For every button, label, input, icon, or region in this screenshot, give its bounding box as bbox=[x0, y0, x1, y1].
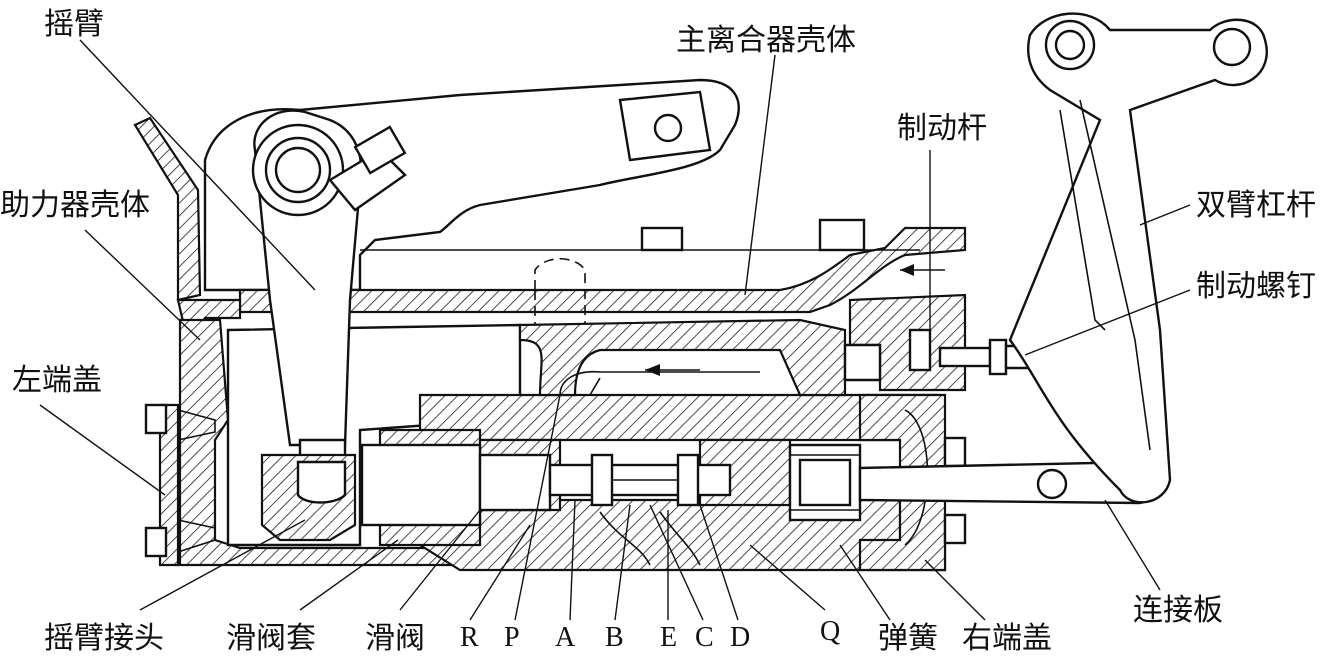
label-port-c: C bbox=[695, 622, 714, 653]
slide-valve bbox=[360, 443, 732, 527]
label-port-q: Q bbox=[820, 616, 840, 647]
label-slide-valve-sleeve: 滑阀套 bbox=[226, 621, 316, 656]
spring bbox=[788, 443, 862, 522]
label-connecting-plate: 连接板 bbox=[1133, 593, 1223, 628]
label-port-a: A bbox=[555, 622, 576, 653]
flow-channels bbox=[518, 318, 847, 566]
label-right-end-cover: 右端盖 bbox=[962, 621, 1052, 656]
label-main-clutch-housing: 主离合器壳体 bbox=[676, 23, 856, 58]
left-end-cover bbox=[144, 403, 216, 567]
label-port-e: E bbox=[660, 622, 677, 653]
label-port-b: B bbox=[605, 622, 624, 653]
label-brake-rod: 制动杆 bbox=[897, 111, 987, 146]
leader-lines bbox=[39, 39, 1191, 621]
rocker-arm-joint bbox=[260, 453, 357, 542]
label-left-end-cover: 左端盖 bbox=[12, 363, 102, 398]
labels: 摇臂 主离合器壳体 制动杆 助力器壳体 双臂杠杆 制动螺钉 左端盖 摇臂接头 滑… bbox=[0, 7, 1316, 656]
label-port-p: P bbox=[504, 622, 520, 653]
label-slide-valve: 滑阀 bbox=[365, 621, 425, 656]
double-arm-lever bbox=[1008, 12, 1268, 504]
label-rocker-arm-top: 摇臂 bbox=[44, 7, 104, 42]
label-spring: 弹簧 bbox=[878, 621, 938, 656]
label-port-d: D bbox=[730, 622, 750, 653]
label-double-arm-lever: 双臂杠杆 bbox=[1196, 188, 1316, 223]
label-brake-screw: 制动螺钉 bbox=[1196, 269, 1316, 304]
label-port-r: R bbox=[460, 622, 479, 653]
label-rocker-arm-joint: 摇臂接头 bbox=[44, 621, 164, 656]
brake-rod bbox=[843, 293, 967, 392]
label-booster-housing: 助力器壳体 bbox=[0, 188, 150, 223]
